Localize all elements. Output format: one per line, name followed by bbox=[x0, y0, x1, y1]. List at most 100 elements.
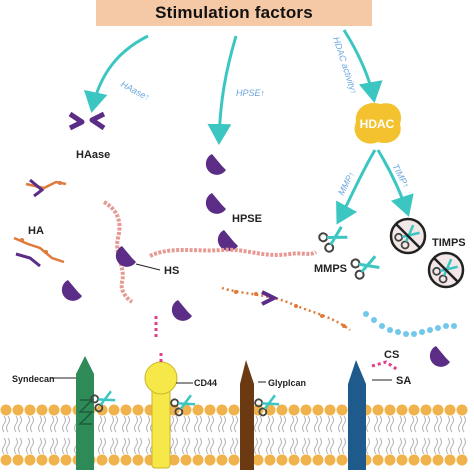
lipid-tail bbox=[438, 415, 442, 433]
title-banner: Stimulation factors bbox=[96, 0, 372, 26]
lipid-head bbox=[300, 404, 312, 416]
lipid-head bbox=[24, 404, 36, 416]
lipid-tail bbox=[462, 415, 466, 433]
lipid-tail bbox=[122, 437, 126, 455]
lipid-head bbox=[324, 454, 336, 466]
lipid-tail bbox=[26, 437, 30, 455]
scissors-icon bbox=[318, 226, 348, 253]
mmps-label: MMPS bbox=[314, 263, 347, 275]
lipid-head bbox=[444, 454, 456, 466]
lipid-tail bbox=[414, 437, 418, 455]
lipid-tail bbox=[414, 415, 418, 433]
lipid-head bbox=[312, 404, 324, 416]
lipid-head bbox=[288, 404, 300, 416]
lipid-tail bbox=[390, 437, 394, 455]
lipid-tail bbox=[218, 437, 222, 455]
free-enzyme-ha bbox=[61, 280, 82, 301]
hpse-enzyme-1 bbox=[205, 154, 226, 175]
cs-bead bbox=[419, 329, 425, 335]
syndecan-protein bbox=[76, 356, 94, 470]
lipid-tail bbox=[374, 437, 378, 455]
lipid-tail bbox=[266, 437, 270, 455]
lipid-tail bbox=[450, 437, 454, 455]
hs-pointer bbox=[135, 263, 161, 271]
lipid-tail bbox=[294, 415, 298, 433]
lipid-tail bbox=[306, 437, 310, 455]
lipid-head bbox=[192, 454, 204, 466]
lipid-tail bbox=[426, 437, 430, 455]
scissors-icon bbox=[90, 390, 116, 413]
lipid-head bbox=[108, 454, 120, 466]
cs-bead bbox=[387, 327, 393, 333]
lipid-tail bbox=[114, 437, 118, 455]
lipid-head bbox=[216, 404, 228, 416]
hdac-label: HDAC bbox=[360, 117, 395, 131]
lipid-head bbox=[228, 454, 240, 466]
lipid-tail bbox=[222, 415, 226, 433]
lipid-tail bbox=[222, 437, 226, 455]
glypican-protein bbox=[240, 360, 254, 470]
title-text: Stimulation factors bbox=[155, 3, 313, 22]
lipid-head bbox=[336, 404, 348, 416]
lipid-tail bbox=[102, 415, 106, 433]
lipid-tail bbox=[98, 415, 102, 433]
scissors-icon bbox=[254, 394, 280, 417]
lipid-head bbox=[132, 454, 144, 466]
lipid-head bbox=[120, 454, 132, 466]
lipid-tail bbox=[210, 437, 214, 455]
lipid-head bbox=[36, 404, 48, 416]
lipid-tail bbox=[42, 415, 46, 433]
lipid-head bbox=[48, 404, 60, 416]
lipid-head bbox=[396, 454, 408, 466]
no-scissors-icon bbox=[427, 251, 465, 289]
blue-membrane-protein bbox=[348, 360, 366, 470]
lipid-tail bbox=[62, 437, 66, 455]
lipid-head bbox=[312, 454, 324, 466]
lipid-tail bbox=[386, 437, 390, 455]
cs-bead bbox=[427, 327, 433, 333]
lipid-tail bbox=[374, 415, 378, 433]
ha-label: HA bbox=[28, 225, 44, 237]
lipid-tail bbox=[6, 437, 10, 455]
ha-fragment-1 bbox=[25, 178, 67, 198]
lipid-head bbox=[60, 454, 72, 466]
lipid-head bbox=[168, 454, 180, 466]
lipid-tail bbox=[398, 415, 402, 433]
lipid-tail bbox=[410, 415, 414, 433]
lipid-tail bbox=[210, 415, 214, 433]
lipid-head bbox=[96, 454, 108, 466]
arrow-hpse bbox=[207, 35, 238, 145]
lipid-tail bbox=[254, 437, 258, 455]
lipid-tail bbox=[366, 437, 370, 455]
lipid-tail bbox=[14, 415, 18, 433]
cs-chain bbox=[363, 311, 457, 337]
arrow-hdac bbox=[342, 29, 383, 103]
lipid-tail bbox=[174, 415, 178, 433]
lipid-tail bbox=[234, 437, 238, 455]
lipid-tail bbox=[138, 437, 142, 455]
lipid-tail bbox=[338, 415, 342, 433]
syndecan-label: Syndecan bbox=[12, 374, 55, 384]
lipid-tail bbox=[458, 437, 462, 455]
lipid-tail bbox=[146, 415, 150, 433]
ha-chain-3-beads bbox=[234, 290, 346, 328]
lipid-tail bbox=[266, 415, 270, 433]
lipid-head bbox=[24, 454, 36, 466]
lipid-tail bbox=[38, 437, 42, 455]
lipid-tail bbox=[122, 415, 126, 433]
lipid-head bbox=[336, 454, 348, 466]
lipid-head bbox=[444, 404, 456, 416]
no-scissors-icon bbox=[389, 217, 427, 255]
lipid-head bbox=[204, 454, 216, 466]
lipid-head bbox=[408, 404, 420, 416]
timps-label: TIMPS bbox=[432, 237, 466, 249]
lipid-head bbox=[168, 404, 180, 416]
lipid-tail bbox=[50, 415, 54, 433]
lipid-head bbox=[456, 404, 468, 416]
lipid-head bbox=[420, 404, 432, 416]
lipid-head bbox=[36, 454, 48, 466]
lipid-tail bbox=[398, 437, 402, 455]
lipid-tail bbox=[66, 415, 70, 433]
lipid-tail bbox=[2, 437, 6, 455]
lipid-tail bbox=[378, 415, 382, 433]
